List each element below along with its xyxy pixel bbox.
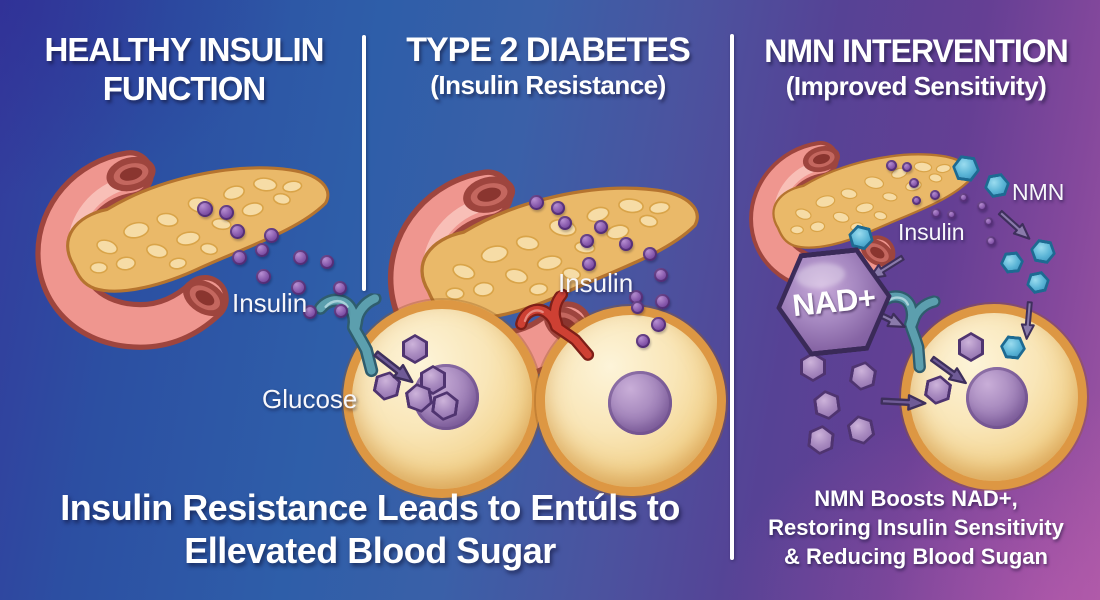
body-cell-panel1 <box>343 300 541 498</box>
hex-fill <box>954 158 978 180</box>
insulin-dot <box>303 305 317 319</box>
insulin-dot <box>219 205 234 220</box>
hex-fill <box>810 427 832 453</box>
main-caption: Insulin Resistance Leads to Entúls to El… <box>30 486 710 572</box>
insulin-dot <box>582 257 596 271</box>
insulin-dot <box>333 281 347 295</box>
pancreas-illustration-panel1 <box>26 130 338 370</box>
glucose-hexagon <box>812 388 842 421</box>
insulin-dot <box>334 304 348 318</box>
cell-nucleus-panel3 <box>966 367 1028 429</box>
main-caption-line2: Ellevated Blood Sugar <box>184 530 556 571</box>
glucose-entry-arrow-panel3 <box>872 391 937 413</box>
hex-fill <box>803 355 823 379</box>
panel1-title-line1: HEALTHY INSULIN <box>44 31 325 68</box>
hex-fill <box>849 416 874 444</box>
main-caption-line1: Insulin Resistance Leads to Entúls to <box>60 487 680 528</box>
insulin-label-panel2: Insulin <box>558 268 634 298</box>
insulin-dot <box>643 247 657 261</box>
nmn-supply-arrow <box>992 204 1038 247</box>
insulin-dot <box>902 162 912 172</box>
insulin-dot <box>594 220 608 234</box>
insulin-dot <box>255 243 269 257</box>
insulin-dot <box>232 250 247 265</box>
insulin-dot <box>256 269 271 284</box>
insulin-receptor-icon-panel3 <box>876 290 941 374</box>
insulin-dot <box>529 195 544 210</box>
insulin-dot <box>931 208 941 218</box>
insulin-label-panel1: Insulin <box>232 288 308 318</box>
panel-divider-left <box>362 35 366 291</box>
nmn-caption-line2: Restoring Insulin Sensitivity <box>768 515 1064 540</box>
nmn-caption-line1: NMN Boosts NAD+, <box>814 486 1018 511</box>
insulin-dot <box>558 216 572 230</box>
insulin-dot <box>320 255 334 269</box>
glucose-hexagon <box>845 413 877 448</box>
insulin-dot <box>930 190 940 200</box>
insulin-dot <box>291 280 306 295</box>
insulin-dot <box>580 234 594 248</box>
nmn-label-panel3: NMN <box>1012 179 1065 205</box>
insulin-dot <box>264 228 279 243</box>
panel1-title-line2: FUNCTION <box>102 70 266 107</box>
nmn-hexagon <box>982 172 1012 199</box>
insulin-dot <box>959 193 968 202</box>
insulin-dot <box>886 160 897 171</box>
nad-badge-label: NAD+ <box>790 279 878 324</box>
hex-fill <box>815 392 838 419</box>
insulin-dot <box>293 250 308 265</box>
hex-fill <box>1028 273 1049 291</box>
hex-fill <box>1032 241 1055 261</box>
insulin-dot <box>912 196 921 205</box>
insulin-label-panel3: Insulin <box>898 219 965 245</box>
insulin-dot <box>986 236 996 246</box>
hex-fill <box>851 362 875 389</box>
insulin-dot <box>197 201 213 217</box>
nmn-caption-line3: & Reducing Blood Sugan <box>784 544 1048 569</box>
insulin-dot <box>947 210 956 219</box>
panel2-title-line1: TYPE 2 DIABETES <box>406 31 691 69</box>
insulin-dot <box>631 301 644 314</box>
glucose-hexagon <box>807 424 836 457</box>
panel3-subtitle: (Improved Sensitivity) <box>785 71 1047 101</box>
hex-fill <box>433 393 456 420</box>
hex-fill <box>405 337 425 361</box>
insulin-receptor-icon-panel2 <box>515 288 595 361</box>
insulin-dot <box>230 224 245 239</box>
glucose-label-panel1: Glucose <box>262 384 358 414</box>
insulin-dot <box>909 178 919 188</box>
panel3-title-line1: NMN INTERVENTION <box>764 33 1068 69</box>
hex-fill <box>961 335 981 359</box>
panel2-title: TYPE 2 DIABETES (Insulin Resistance) <box>383 30 713 101</box>
insulin-dot <box>655 294 670 309</box>
hex-fill <box>423 368 443 392</box>
hex-fill <box>986 175 1009 195</box>
glucose-hexagon <box>402 334 428 364</box>
insulin-dot <box>551 201 565 215</box>
nmn-hexagon <box>999 251 1025 274</box>
panel1-title: HEALTHY INSULIN FUNCTION <box>28 30 340 108</box>
insulin-dot <box>629 290 643 304</box>
nmn-caption: NMN Boosts NAD+, Restoring Insulin Sensi… <box>744 484 1088 571</box>
panel2-subtitle: (Insulin Resistance) <box>430 70 666 100</box>
insulin-dot <box>619 237 633 251</box>
nmn-hexagon <box>1024 270 1052 296</box>
panel3-title: NMN INTERVENTION (Improved Sensitivity) <box>742 32 1090 102</box>
nmn-hexagon <box>1028 238 1058 265</box>
cell-nucleus-panel2 <box>608 371 672 435</box>
insulin-dot <box>984 217 993 226</box>
insulin-receptor-icon-panel1 <box>313 291 382 378</box>
insulin-dot <box>654 268 668 282</box>
insulin-dot <box>977 201 987 211</box>
hex-fill <box>1002 254 1021 271</box>
panel-divider-right <box>730 34 734 560</box>
nad-hexagon-badge: NAD+ <box>771 244 897 360</box>
insulin-dot <box>651 317 666 332</box>
insulin-dot <box>636 334 650 348</box>
